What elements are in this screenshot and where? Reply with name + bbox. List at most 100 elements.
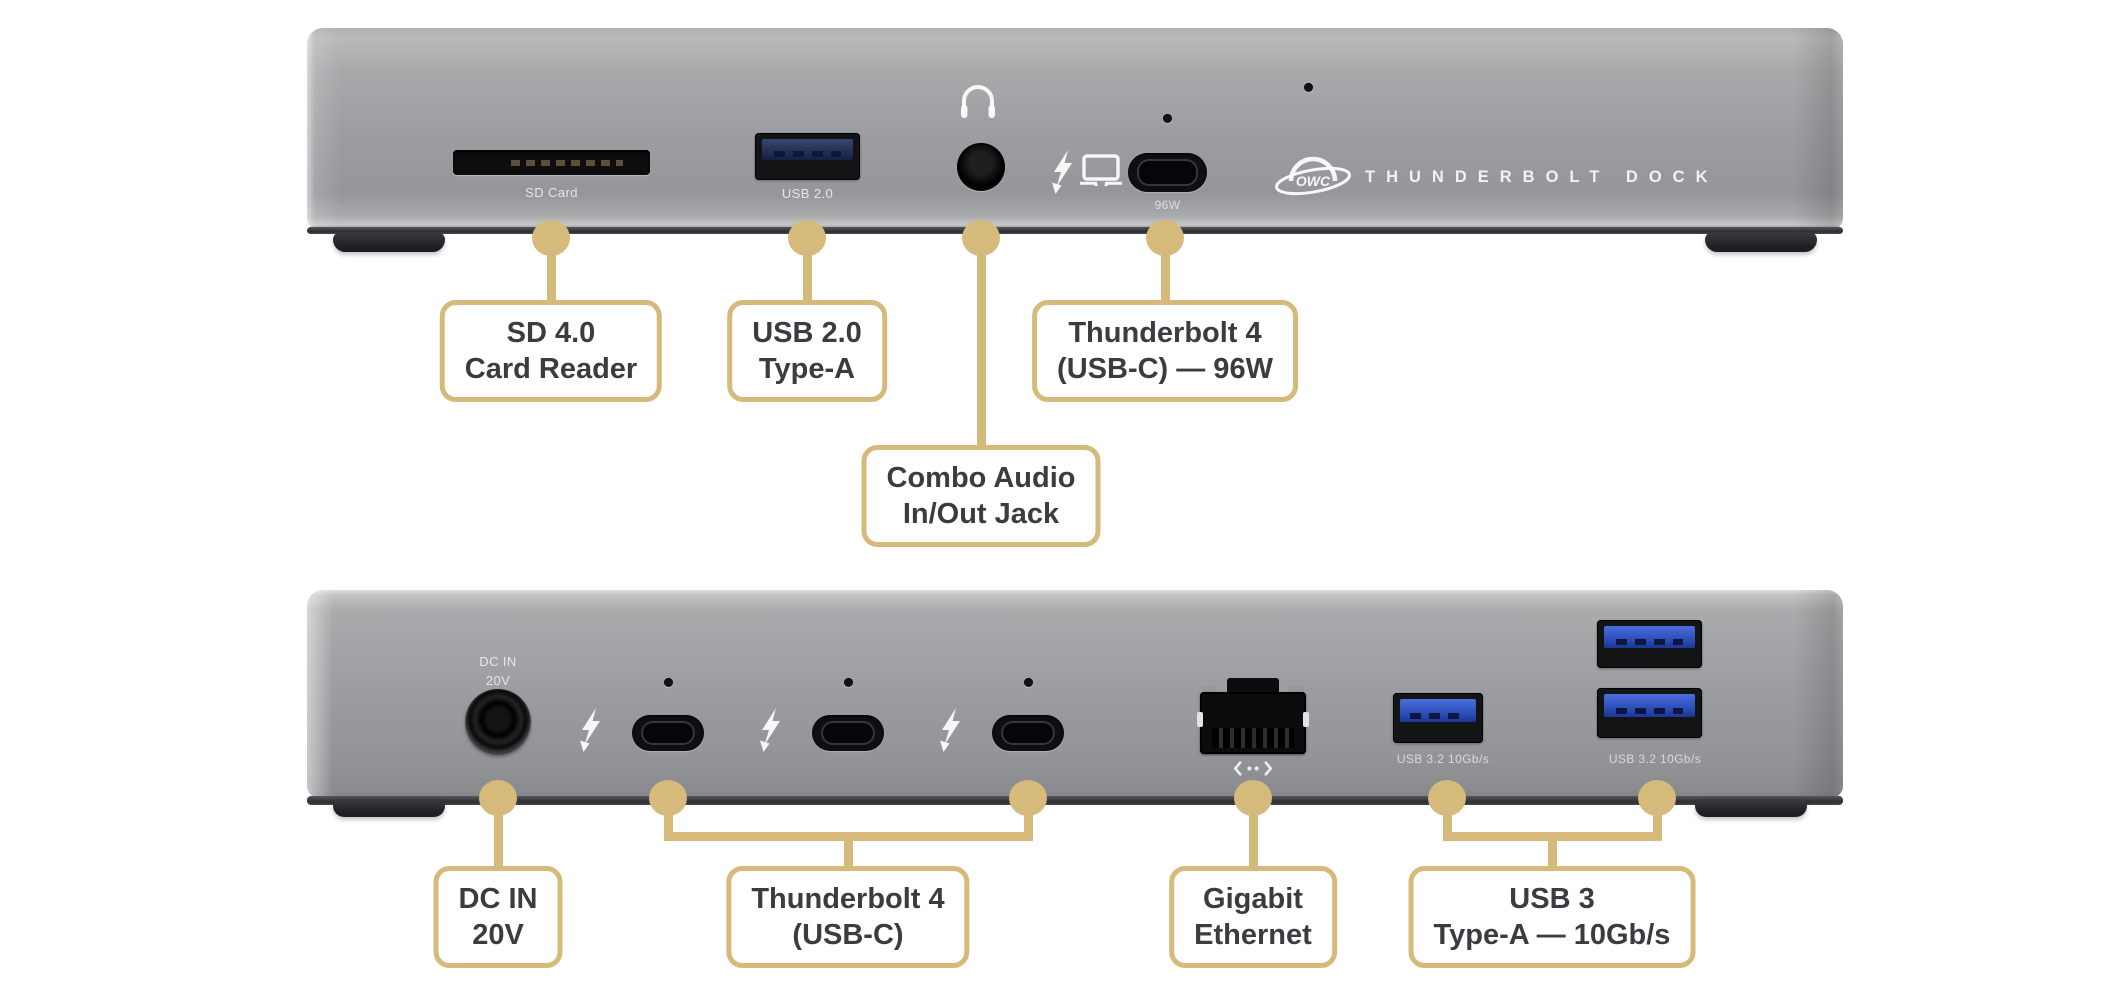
callout-text: DC IN bbox=[458, 883, 538, 915]
callout-dot-dc bbox=[479, 780, 517, 816]
callout-line-dc bbox=[494, 800, 503, 868]
callout-sd-card-reader: SD 4.0 Card Reader bbox=[439, 300, 663, 402]
callout-text: (USB-C) bbox=[792, 919, 904, 951]
rj45-clip-block bbox=[1227, 678, 1279, 696]
dock-foot bbox=[1695, 799, 1807, 817]
callout-text: 20V bbox=[472, 919, 524, 951]
callout-text: Type-A bbox=[758, 353, 856, 385]
callout-text: Ethernet bbox=[1194, 919, 1312, 951]
callout-dot-usb-right bbox=[1638, 780, 1676, 816]
callout-dc-in: DC IN 20V bbox=[433, 866, 563, 968]
dc-marking-line1: DC IN bbox=[479, 654, 517, 669]
status-led bbox=[1024, 678, 1033, 687]
usb-a-port-stack-bottom bbox=[1597, 688, 1702, 738]
callout-text: USB 3 bbox=[1509, 883, 1595, 915]
callout-text: USB 2.0 bbox=[752, 317, 862, 349]
status-led bbox=[844, 678, 853, 687]
rj45-side-clip bbox=[1197, 712, 1203, 727]
usb-a-port-front bbox=[755, 133, 860, 180]
dc-marking: DC IN 20V bbox=[448, 652, 548, 690]
sd-slot-marking: SD Card bbox=[525, 185, 578, 200]
rj45-tab bbox=[1202, 686, 1217, 696]
usb-a-port-stack-top bbox=[1597, 620, 1702, 668]
thunderbolt-port-1 bbox=[632, 715, 704, 751]
status-led bbox=[1304, 83, 1313, 92]
callout-thunderbolt-96w: Thunderbolt 4 (USB-C) — 96W bbox=[1032, 300, 1298, 402]
callout-usb3-type-a: USB 3 Type-A — 10Gb/s bbox=[1408, 866, 1696, 968]
usb-tongue bbox=[762, 139, 853, 160]
usb-stacked-marking: USB 3.2 10Gb/s bbox=[1608, 752, 1702, 766]
dc-power-port bbox=[465, 689, 531, 755]
callout-line-audio bbox=[977, 240, 986, 447]
usb-single-marking: USB 3.2 10Gb/s bbox=[1396, 752, 1490, 766]
rj45-tab bbox=[1289, 686, 1304, 696]
status-led bbox=[664, 678, 673, 687]
callout-line-thunderbolt bbox=[1161, 240, 1170, 302]
callout-thunderbolt-rear: Thunderbolt 4 (USB-C) bbox=[726, 866, 970, 968]
laptop-icon bbox=[1079, 154, 1123, 191]
combo-audio-jack bbox=[957, 143, 1005, 191]
ethernet-link-icon bbox=[1233, 760, 1273, 782]
callout-bracket-left bbox=[1443, 800, 1452, 841]
callout-combo-audio: Combo Audio In/Out Jack bbox=[861, 445, 1101, 547]
dock-foot bbox=[333, 232, 445, 252]
thunderbolt-icon bbox=[1051, 150, 1075, 199]
callout-text: Type-A — 10Gb/s bbox=[1433, 919, 1671, 951]
rj45-side-clip bbox=[1303, 712, 1309, 727]
callout-bracket-stem bbox=[1548, 832, 1557, 868]
callout-line-usb bbox=[803, 240, 812, 302]
callout-line-sd bbox=[547, 240, 556, 302]
port-cavity bbox=[1001, 721, 1055, 745]
dock-front-view: SD Card USB 2.0 96W bbox=[307, 28, 1843, 230]
callout-dot-ethernet bbox=[1234, 780, 1272, 816]
usb-tongue bbox=[1604, 694, 1695, 717]
status-led bbox=[1163, 114, 1172, 123]
callout-gigabit-ethernet: Gigabit Ethernet bbox=[1169, 866, 1337, 968]
usb-tongue bbox=[1604, 626, 1695, 648]
callout-dot-usb-left bbox=[1428, 780, 1466, 816]
headphones-icon bbox=[960, 81, 996, 126]
usb-port-marking: USB 2.0 bbox=[781, 186, 834, 201]
ethernet-port bbox=[1197, 678, 1309, 754]
port-cavity bbox=[641, 721, 695, 745]
port-cavity bbox=[821, 721, 875, 745]
callout-text: SD 4.0 bbox=[506, 317, 596, 349]
callout-bracket-right bbox=[1024, 800, 1033, 841]
usb-a-port-single bbox=[1393, 693, 1483, 743]
owc-logo: OWC bbox=[1274, 140, 1352, 203]
watt-marking: 96W bbox=[1154, 198, 1181, 212]
usb-tongue bbox=[1400, 699, 1476, 722]
thunderbolt-icon bbox=[759, 708, 783, 757]
callout-text: Thunderbolt 4 bbox=[751, 883, 945, 915]
owc-logo-text: OWC bbox=[1296, 173, 1331, 189]
callout-usb-type-a: USB 2.0 Type-A bbox=[727, 300, 887, 402]
thunderbolt-icon bbox=[939, 708, 963, 757]
dock-rear-bottom-edge bbox=[307, 796, 1843, 805]
callout-text: In/Out Jack bbox=[902, 498, 1060, 530]
callout-text: Thunderbolt 4 bbox=[1068, 317, 1262, 349]
callout-text: (USB-C) — 96W bbox=[1057, 353, 1273, 385]
callout-dot-thunderbolt bbox=[1146, 220, 1184, 256]
callout-bracket-stem bbox=[844, 832, 853, 868]
callout-dot-audio bbox=[962, 220, 1000, 256]
callout-dot-usb bbox=[788, 220, 826, 256]
dc-marking-line2: 20V bbox=[485, 673, 511, 688]
brand-wordmark: THUNDERBOLT DOCK bbox=[1365, 168, 1719, 186]
port-cavity bbox=[1137, 159, 1198, 186]
callout-text: Card Reader bbox=[464, 353, 638, 385]
rj45-pins bbox=[1212, 728, 1294, 748]
dock-rear-view: DC IN 20V bbox=[307, 590, 1843, 798]
thunderbolt-port-front bbox=[1128, 153, 1207, 192]
callout-bracket-right bbox=[1653, 800, 1662, 841]
callout-dot-thunderbolt-left bbox=[649, 780, 687, 816]
dock-front-bottom-edge bbox=[307, 227, 1843, 234]
callout-text: Gigabit bbox=[1203, 883, 1303, 915]
thunderbolt-port-3 bbox=[992, 715, 1064, 751]
sd-card-slot bbox=[453, 150, 650, 175]
callout-line-ethernet bbox=[1249, 800, 1258, 868]
callout-text: Combo Audio bbox=[886, 462, 1076, 494]
thunderbolt-icon bbox=[579, 708, 603, 757]
dock-foot bbox=[1705, 232, 1817, 252]
callout-dot-thunderbolt-right bbox=[1009, 780, 1047, 816]
